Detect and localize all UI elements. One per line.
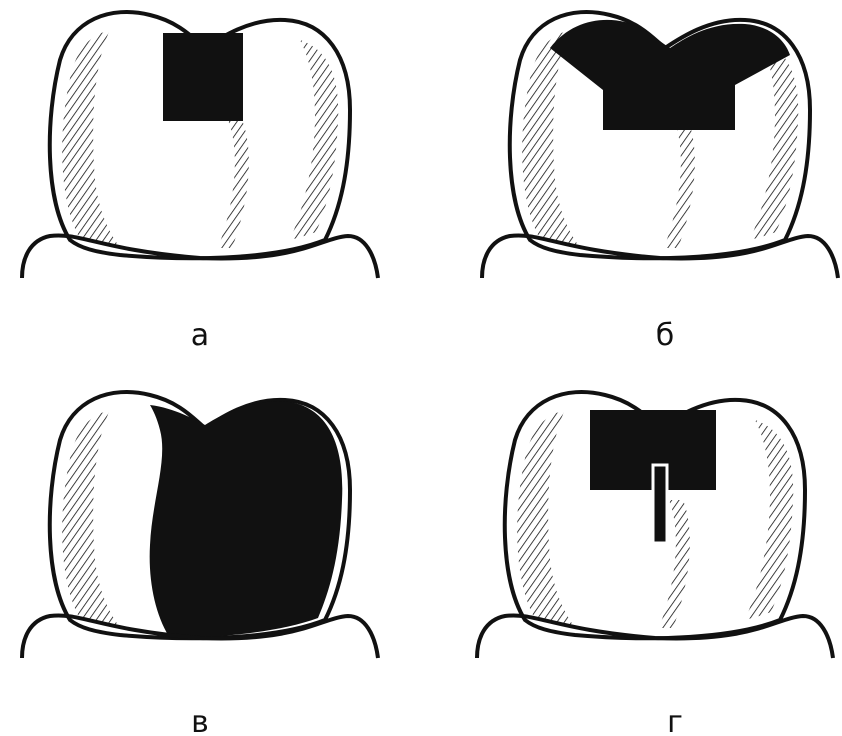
cavity-fill bbox=[150, 401, 343, 638]
panel-a: а bbox=[22, 12, 378, 353]
pin-channel bbox=[653, 465, 667, 543]
panel-b: б bbox=[482, 12, 838, 353]
panel-g: г bbox=[477, 392, 833, 736]
panel-label-g: г bbox=[667, 705, 683, 736]
cavity-fill bbox=[163, 33, 243, 121]
panel-label-a: а bbox=[191, 318, 209, 353]
panel-label-v: в bbox=[191, 705, 209, 736]
panel-label-b: б bbox=[656, 318, 675, 353]
panel-v: в bbox=[22, 392, 378, 736]
